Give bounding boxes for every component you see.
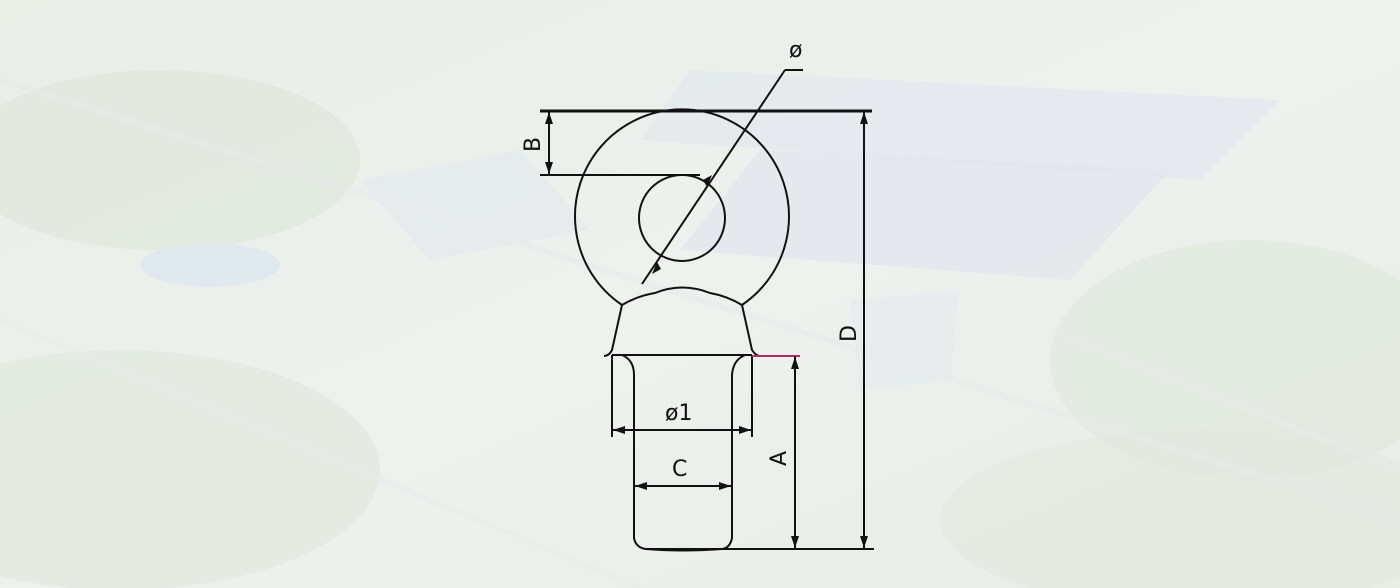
d-arrow-bottom (860, 536, 868, 548)
ring-outline (574, 108, 790, 306)
phi1-arrow-left (613, 426, 625, 434)
diameter-arrow-upper (703, 175, 712, 187)
diameter-arrow-lower (652, 262, 661, 274)
a-arrow-bottom (791, 536, 799, 548)
neck-outline (621, 286, 761, 357)
c-arrow-left (635, 482, 647, 490)
diameter-leader-line (641, 69, 786, 285)
b-arrow-bottom (545, 162, 553, 174)
stud-hole (638, 174, 726, 262)
neck-outline-left (603, 304, 623, 357)
c-arrow-right (719, 482, 731, 490)
total-length-label: D (837, 325, 862, 342)
d-arrow-top (860, 112, 868, 124)
ring-width-label: B (521, 137, 546, 152)
a-arrow-top (791, 357, 799, 369)
barrel-outline (611, 354, 753, 437)
barrel-width-label: C (672, 457, 687, 482)
hole-diameter-label: ø (789, 38, 802, 63)
phi1-arrow-right (739, 426, 751, 434)
barrel-tail-outline (621, 354, 746, 550)
barrel-length-label: A (767, 451, 792, 466)
arrowheads (545, 112, 868, 548)
b-arrow-top (545, 112, 553, 124)
wire-diameter-label: ø1 (665, 401, 692, 426)
